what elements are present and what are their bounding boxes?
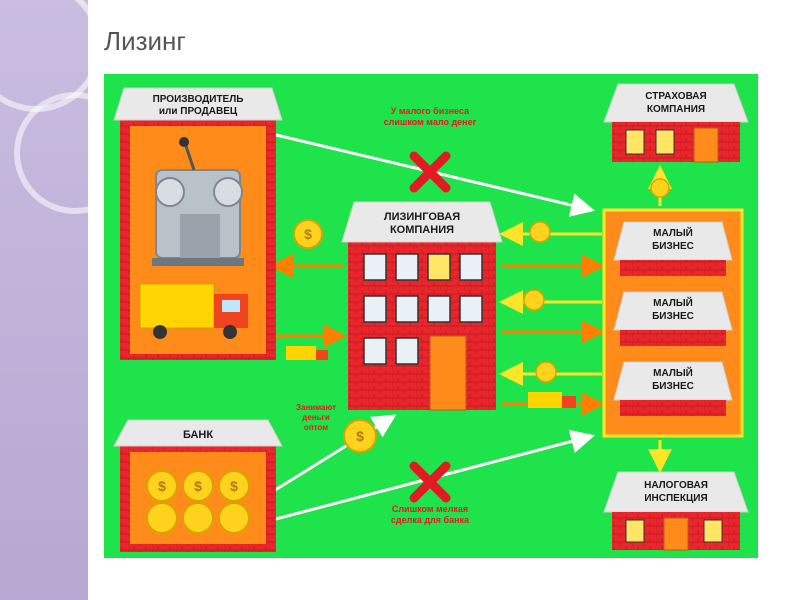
bank-building: БАНК $ $ $ <box>113 419 283 552</box>
insurance-building: СТРАХОВАЯ КОМПАНИЯ <box>603 83 749 163</box>
smallbiz-wall <box>620 330 726 346</box>
truck-icon <box>139 283 248 339</box>
insurance-roof <box>603 83 749 123</box>
smallbiz-label-line1: МАЛЫЙ <box>653 226 693 239</box>
small-business-2: МАЛЫЙ БИЗНЕС <box>613 291 733 346</box>
small-business-3: МАЛЫЙ БИЗНЕС <box>613 361 733 416</box>
coin-stack-icon: $ $ $ <box>146 470 250 534</box>
small-truck-icon <box>286 346 576 408</box>
smallbiz-wall <box>620 400 726 416</box>
insurance-window <box>655 129 675 155</box>
coin-symbol: $ <box>304 226 312 242</box>
insurance-window <box>625 129 645 155</box>
bank-roof <box>113 419 283 447</box>
leasing-company-building: ЛИЗИНГОВАЯ КОМПАНИЯ <box>341 201 503 411</box>
leasing-diagram: ПРОИЗВОДИТЕЛЬ или ПРОДАВЕЦ БАНК <box>104 74 758 558</box>
smallbiz-wall <box>620 260 726 276</box>
manufacturer-building: ПРОИЗВОДИТЕЛЬ или ПРОДАВЕЦ <box>113 87 283 360</box>
leasing-roof <box>341 201 503 243</box>
insurance-label-line1: СТРАХОВАЯ <box>645 91 706 102</box>
leasing-label-line2: КОМПАНИЯ <box>390 224 454 236</box>
tax-door <box>663 517 689 551</box>
coins-icon <box>523 178 670 383</box>
coin-symbol: $ <box>194 478 202 494</box>
tax-label-line2: ИНСПЕКЦИЯ <box>644 493 707 504</box>
slide-title: Лизинг <box>104 26 186 56</box>
leasing-windows <box>363 253 483 365</box>
smallbiz-label-line2: БИЗНЕС <box>652 381 694 392</box>
note-bottom-line2: сделка для банка <box>391 515 470 525</box>
coins-icon: $ <box>293 219 323 249</box>
cross-icon <box>409 461 451 503</box>
note-top-line2: слишком мало денег <box>384 117 477 127</box>
insurance-label-line2: КОМПАНИЯ <box>647 104 705 115</box>
coins-icon: $ <box>343 419 377 453</box>
manufacturer-roof <box>113 87 283 121</box>
tax-window <box>703 519 723 543</box>
manufacturer-label-line1: ПРОИЗВОДИТЕЛЬ <box>153 94 244 105</box>
smallbiz-label-line2: БИЗНЕС <box>652 311 694 322</box>
manufacturer-label-line2: или ПРОДАВЕЦ <box>159 106 238 117</box>
slide-sidebar-decoration <box>0 0 88 600</box>
note-wholesale-line2: деньги <box>302 413 330 422</box>
leasing-label-line1: ЛИЗИНГОВАЯ <box>384 211 460 223</box>
smallbiz-label-line1: МАЛЫЙ <box>653 366 693 379</box>
note-wholesale-line3: оптом <box>304 423 328 432</box>
coin-symbol: $ <box>158 478 166 494</box>
tax-building: НАЛОГОВАЯ ИНСПЕКЦИЯ <box>603 471 749 551</box>
leasing-door <box>429 335 467 411</box>
bank-label: БАНК <box>183 429 213 441</box>
tax-label-line1: НАЛОГОВАЯ <box>644 480 708 491</box>
tax-window <box>625 519 645 543</box>
tax-roof <box>603 471 749 513</box>
cross-icon <box>409 151 451 193</box>
note-wholesale-line1: Занимают <box>296 403 336 412</box>
coin-symbol: $ <box>230 478 238 494</box>
insurance-door <box>693 127 719 163</box>
note-top-line1: У малого бизнеса <box>391 106 470 116</box>
smallbiz-label-line2: БИЗНЕС <box>652 241 694 252</box>
small-business-group: МАЛЫЙ БИЗНЕС МАЛЫЙ БИЗНЕС МАЛЫЙ БИЗНЕС <box>602 208 744 438</box>
small-business-1: МАЛЫЙ БИЗНЕС <box>613 221 733 276</box>
coin-symbol: $ <box>356 428 364 444</box>
smallbiz-label-line1: МАЛЫЙ <box>653 296 693 309</box>
note-bottom-line1: Слишком мелкая <box>392 504 468 514</box>
machine-tool-icon <box>152 137 244 266</box>
